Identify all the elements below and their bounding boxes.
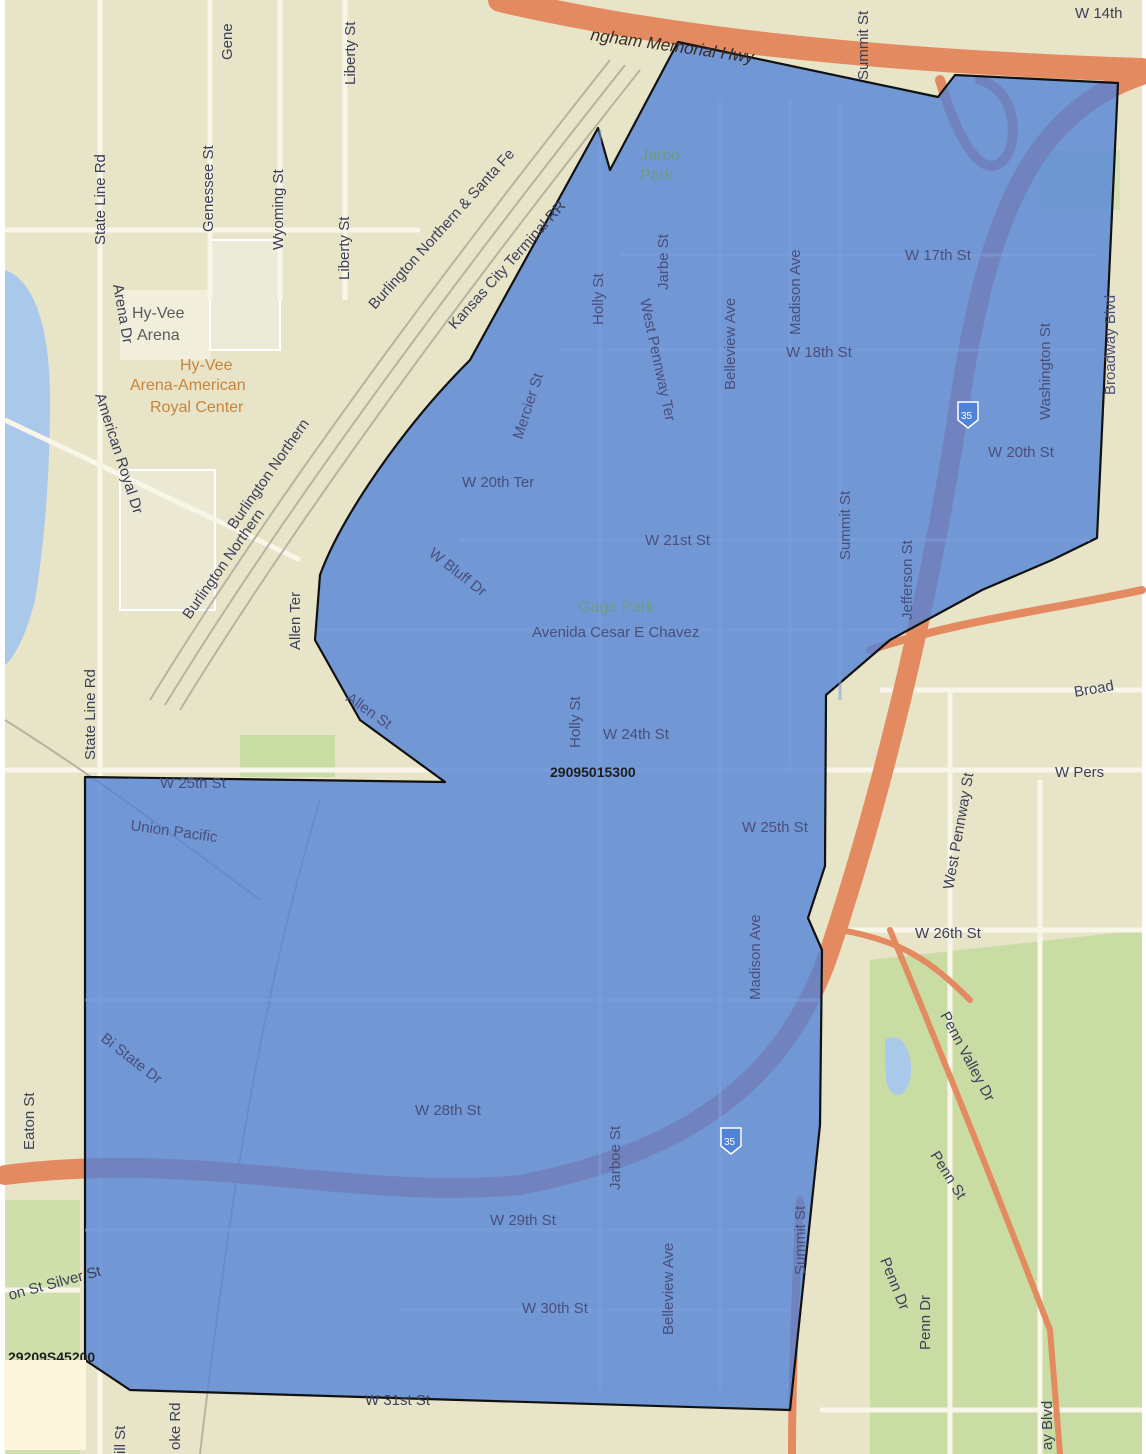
tract-inner-streets	[85, 100, 1097, 1390]
street-roanoke: oke Rd	[167, 1402, 184, 1450]
street-jarbe-st: Jarbe St	[655, 233, 672, 290]
street-w20th: W 20th St	[988, 444, 1055, 461]
jarbo-park-line2: Park	[640, 167, 674, 184]
legend-corner-box	[4, 1360, 86, 1450]
pond-water	[885, 1037, 911, 1095]
tract-label-29095015300: 29095015300	[550, 764, 636, 780]
street-w26th: W 26th St	[915, 925, 982, 942]
street-eaton-st: Eaton St	[21, 1092, 38, 1150]
penn-valley-park	[870, 930, 1142, 1454]
hyvee-arena-line1: Hy-Vee	[132, 305, 185, 322]
street-avenida: Avenida Cesar E Chavez	[532, 624, 699, 641]
street-broadway-blvd: Broadway Blvd	[1102, 295, 1119, 395]
hyvee-arena-line2: Arena	[137, 327, 180, 344]
street-w29th: W 29th St	[490, 1212, 557, 1229]
street-w25th-left: W 25th St	[160, 775, 227, 792]
american-royal-line2: Arena-American	[130, 377, 246, 394]
street-belleview-ave: Belleview Ave	[722, 298, 739, 390]
american-royal-line1: Hy-Vee	[180, 357, 233, 374]
street-state-line-rd-2: State Line Rd	[82, 669, 99, 760]
street-w-pers: W Pers	[1055, 764, 1104, 781]
street-gene: Gene	[219, 23, 236, 60]
street-penn-dr-2: Penn Dr	[917, 1295, 934, 1350]
i35-shield-north-text: 35	[961, 411, 973, 422]
street-w20th-ter: W 20th Ter	[462, 474, 534, 491]
street-broadway-right: Broad	[1073, 677, 1115, 701]
river-water	[5, 270, 50, 665]
street-w25th-right: W 25th St	[742, 819, 809, 836]
street-allen-ter: Allen Ter	[287, 592, 304, 650]
street-belleview-ave-2: Belleview Ave	[660, 1243, 677, 1335]
street-w24th: W 24th St	[603, 726, 670, 743]
street-summit-st: Summit St	[837, 490, 854, 560]
memorial-hwy	[488, 0, 1146, 82]
street-jarboe-st: Jarboe St	[607, 1125, 624, 1190]
street-hill-st: ill St	[112, 1425, 129, 1454]
street-w30th: W 30th St	[522, 1300, 589, 1317]
street-w21st: W 21st St	[645, 532, 711, 549]
w-26-hwy-branch	[837, 927, 973, 1003]
street-broadway-blvd-2: ay Blvd	[1039, 1401, 1056, 1450]
street-w28th: W 28th St	[415, 1102, 482, 1119]
i35-shield-north: 35	[957, 401, 979, 429]
street-w17th: W 17th St	[905, 247, 972, 264]
street-grid	[3, 0, 1142, 1454]
jarbo-park-line1: Jarbo	[640, 147, 680, 164]
street-genessee: Genessee St	[200, 144, 217, 232]
i35-shield-south-text: 35	[724, 1137, 736, 1148]
gage-park-label: Gage Park	[578, 599, 655, 616]
parking-lot-2	[209, 239, 281, 351]
street-liberty: Liberty St	[336, 216, 353, 280]
street-washington-st: Washington St	[1037, 322, 1054, 420]
penn-valley-dr	[887, 927, 1063, 1454]
parking-lot	[119, 469, 216, 611]
map-white-margin-right	[1142, 0, 1146, 1454]
i35-shield-south: 35	[720, 1127, 742, 1155]
street-state-line-rd: State Line Rd	[92, 154, 109, 245]
arena-block	[120, 290, 210, 360]
broadway-hwy	[866, 586, 1146, 654]
street-w14th: W 14th	[1075, 5, 1123, 22]
street-liberty-top: Liberty St	[342, 21, 359, 85]
street-holly-st-2: Holly St	[567, 695, 584, 748]
street-wyoming: Wyoming St	[270, 168, 287, 250]
street-w31st: W 31st St	[365, 1392, 431, 1409]
american-royal-line3: Royal Center	[150, 399, 244, 416]
street-madison-ave-2: Madison Ave	[747, 914, 764, 1000]
street-madison-ave: Madison Ave	[787, 249, 804, 335]
street-jefferson-st: Jefferson St	[899, 539, 916, 620]
street-summit-st-2: Summit St	[792, 1205, 809, 1275]
street-holly-st: Holly St	[590, 272, 607, 325]
map-white-margin-left	[0, 0, 5, 1454]
street-summit-top: Summit St	[855, 10, 872, 80]
street-w18th: W 18th St	[786, 344, 853, 361]
